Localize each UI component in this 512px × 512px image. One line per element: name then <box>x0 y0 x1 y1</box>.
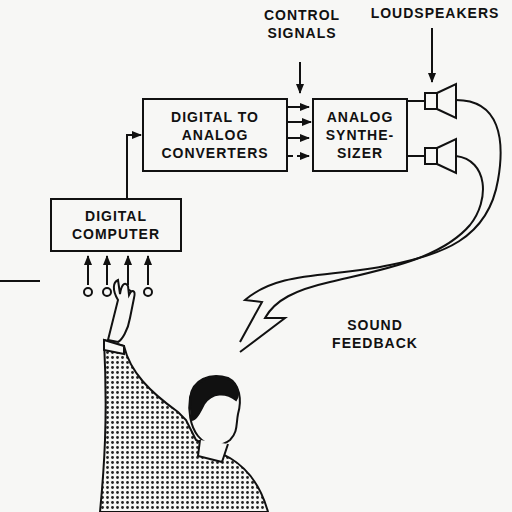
box-text: DIGITAL TO ANALOG CONVERTERS <box>158 108 272 162</box>
synthesizer-box: ANALOG SYNTHE- SIZER <box>312 98 408 172</box>
converter-box: DIGITAL TO ANALOG CONVERTERS <box>142 98 288 172</box>
signal-arrow <box>288 121 311 123</box>
component-label: LOUDSPEAKERS <box>360 4 510 22</box>
conductor-figure <box>100 280 268 512</box>
feedback-label: SOUND FEEDBACK <box>318 316 432 352</box>
speaker-wires <box>408 101 425 156</box>
loudspeaker <box>425 84 456 173</box>
box-text: ANALOG SYNTHE- SIZER <box>322 108 398 162</box>
computer-box: DIGITAL COMPUTER <box>50 198 182 252</box>
box-text: DIGITAL COMPUTER <box>62 207 170 243</box>
signal-label: CONTROL SIGNALS <box>238 6 366 42</box>
signal-arrow <box>127 135 141 198</box>
